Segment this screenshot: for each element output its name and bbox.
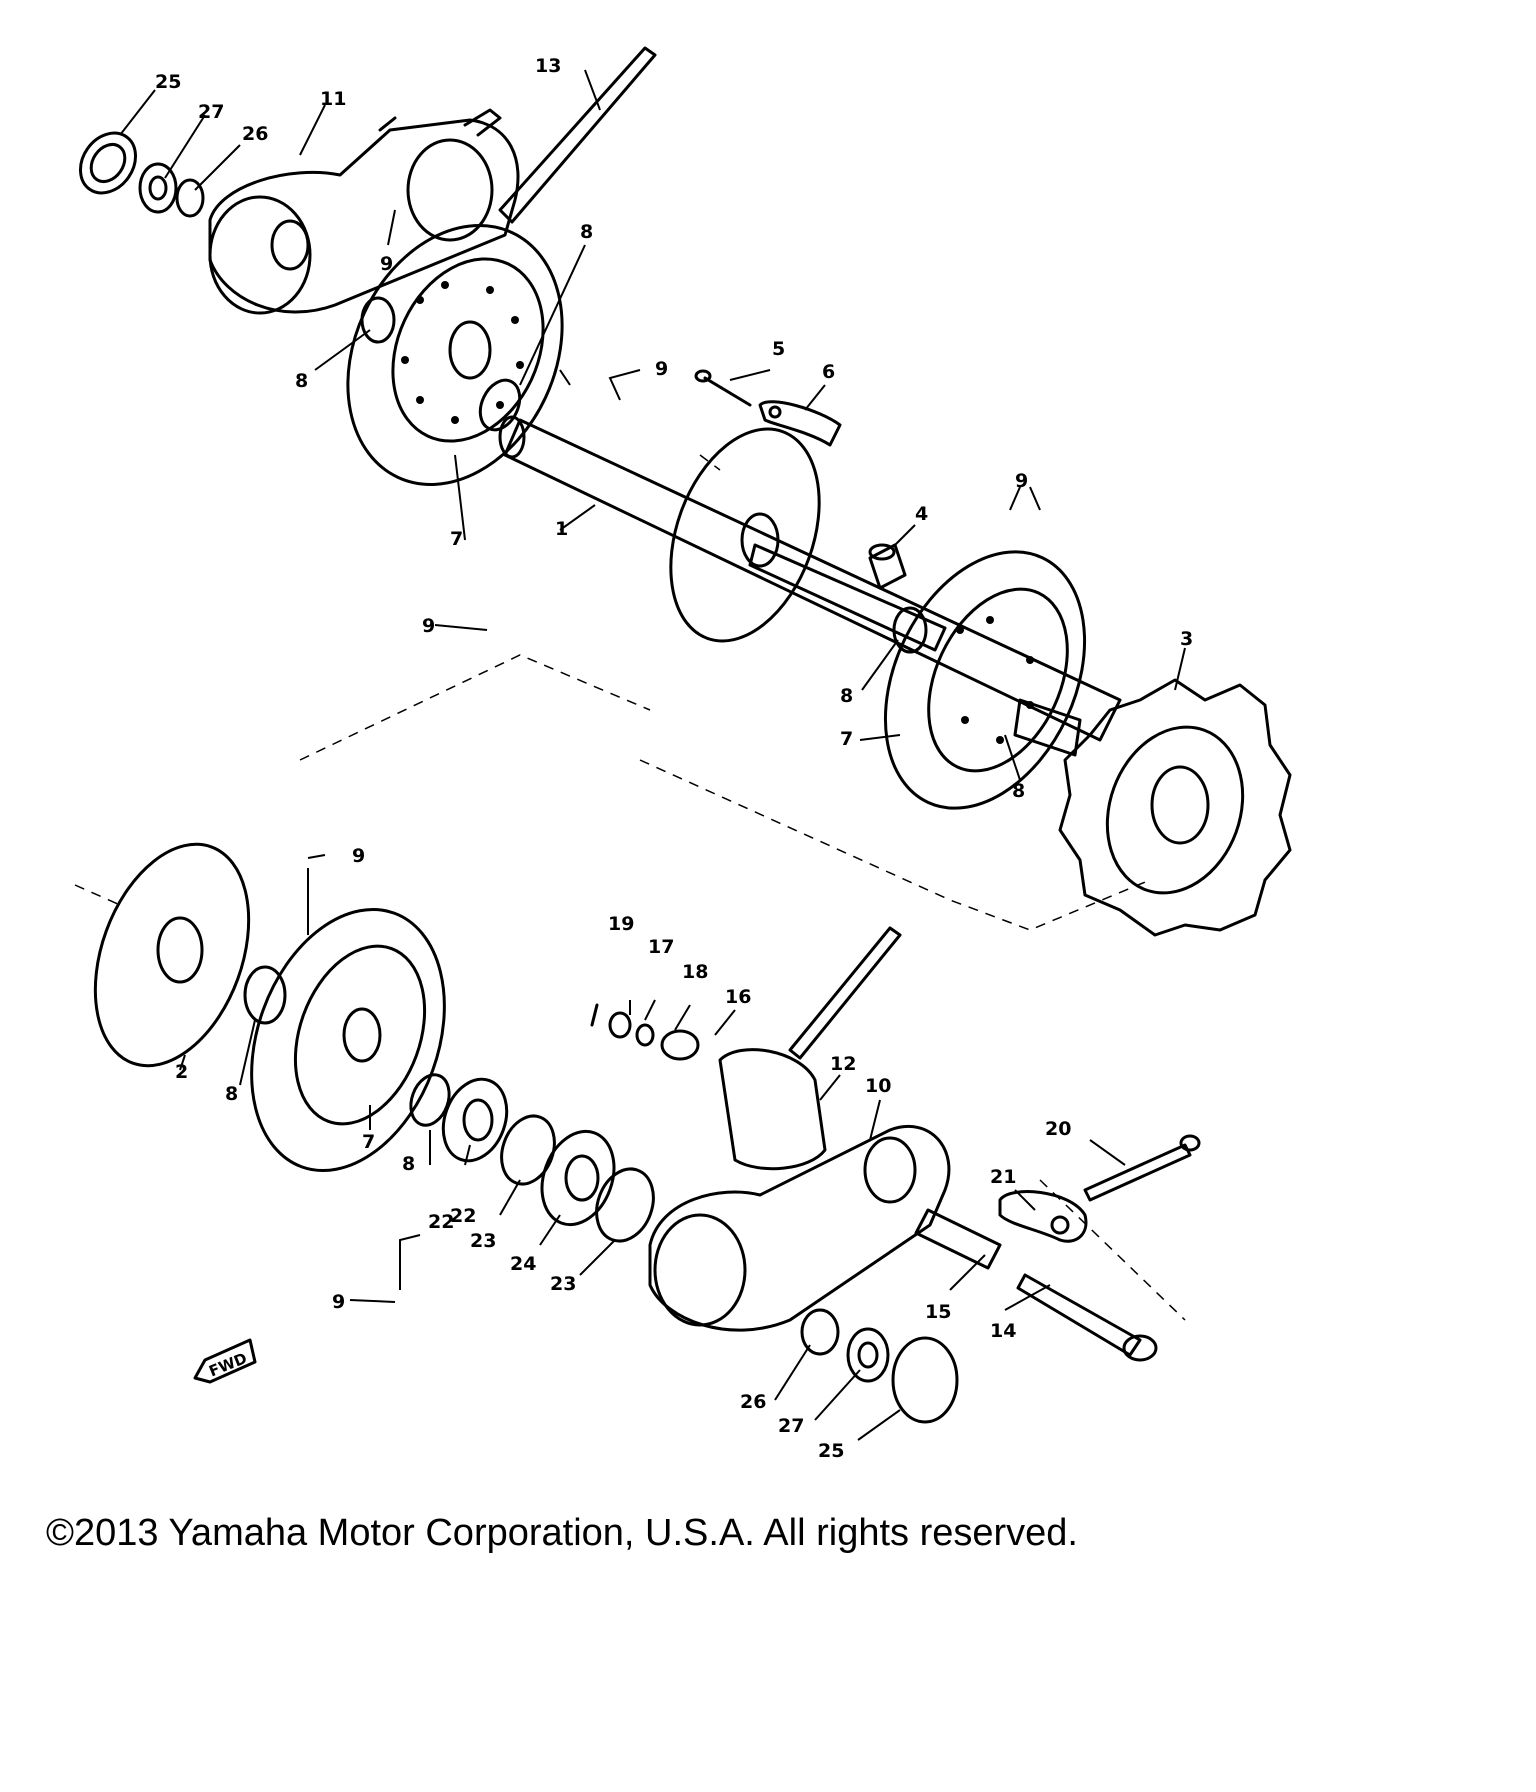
bearing-right [892,606,928,654]
callout-8d: 8 [1012,780,1025,802]
callout-7b: 7 [840,728,853,750]
callout-9f: 9 [332,1291,345,1313]
callout-14: 14 [990,1320,1016,1342]
bolt-20 [1083,1134,1201,1202]
callout-8e: 8 [225,1083,238,1105]
callout-15: 15 [925,1301,951,1323]
seal-25-lower [891,1336,959,1424]
callout-9d: 9 [422,615,435,637]
callout-6: 6 [822,361,835,383]
callout-7c: 7 [362,1131,375,1153]
gear-case [208,108,520,315]
oil-seal-top [78,131,138,195]
callout-25: 25 [155,71,181,93]
callout-20: 20 [1045,1118,1071,1140]
callout-26: 26 [242,123,268,145]
callout-26b: 26 [740,1391,766,1413]
axle-stub [1013,698,1082,757]
callout-8f: 8 [402,1153,415,1175]
callout-22a: 22 [428,1211,454,1233]
callout-27: 27 [198,101,224,123]
track-drive-sprocket [1058,678,1292,937]
callout-27b: 27 [778,1415,804,1437]
callout-23a: 23 [470,1230,496,1252]
callout-24: 24 [510,1253,536,1275]
track-outline [74,454,1186,1321]
bearing-upper-b [360,296,396,344]
callout-5: 5 [772,338,785,360]
callout-13: 13 [535,55,561,77]
circlip-23b [595,1167,655,1243]
callout-22b: 22 [450,1205,476,1227]
callout-8: 8 [295,370,308,392]
exploded-parts-diagram: 1 2 3 4 5 6 7 7 7 8 8 8 8 8 8 9 9 9 9 9 … [74,46,1292,1462]
washer-26-lower [800,1308,840,1356]
callout-4: 4 [915,503,928,525]
washer-top [175,178,205,218]
plate-16 [660,1029,700,1061]
idler-wheel-mid [669,427,821,643]
bearing-lower-24 [540,1129,616,1227]
callout-2: 2 [175,1061,188,1083]
callout-8b: 8 [580,221,593,243]
fwd-label: FWD [206,1349,249,1380]
pin-19 [590,1003,599,1027]
bearing-top [138,162,178,214]
callout-8c: 8 [840,685,853,707]
callout-3: 3 [1180,628,1193,650]
sprocket-wheel-upper-right [883,550,1087,810]
callout-9b: 9 [655,358,668,380]
bolt-upper [694,369,752,407]
wheel-lower-7 [250,907,446,1173]
callout-25b: 25 [818,1440,844,1462]
drive-shaft [498,415,1122,742]
callout-7: 7 [450,528,463,550]
callout-9e: 9 [352,845,365,867]
shaft-lower [788,926,902,1060]
callout-17: 17 [648,936,674,958]
gear-case-lower [648,1048,951,1332]
bearing-upper-a [478,378,522,432]
bracket-upper [758,400,842,447]
callout-9: 9 [380,253,393,275]
callout-10: 10 [865,1075,891,1097]
bearing-27-lower [846,1327,890,1383]
copyright-notice: ©2013 Yamaha Motor Corporation, U.S.A. A… [46,1512,1078,1554]
washer-17 [608,1011,632,1039]
bolt-14 [1016,1273,1158,1362]
callout-1: 1 [555,518,568,540]
callout-18: 18 [682,961,708,983]
callout-16: 16 [725,986,751,1008]
bearing-lower-8a [243,965,287,1025]
circlip-23a [500,1114,556,1186]
direction-marker [193,1338,257,1384]
callout-19: 19 [608,913,634,935]
callout-9c: 9 [1015,470,1028,492]
callout-labels: 1 2 3 4 5 6 7 7 7 8 8 8 8 8 8 9 9 9 9 9 … [155,55,1193,1462]
callout-12: 12 [830,1053,856,1075]
sprocket-lower-2 [93,842,251,1068]
drive-shaft-rod [498,46,657,224]
callout-11: 11 [320,88,346,110]
collar-15 [914,1208,1002,1270]
callout-23b: 23 [550,1273,576,1295]
leader-lines [119,69,1186,1441]
collar [868,543,907,590]
bracket-21 [998,1190,1088,1243]
bearing-lower-22 [441,1077,509,1163]
callout-21: 21 [990,1166,1016,1188]
washer-18 [635,1023,655,1047]
